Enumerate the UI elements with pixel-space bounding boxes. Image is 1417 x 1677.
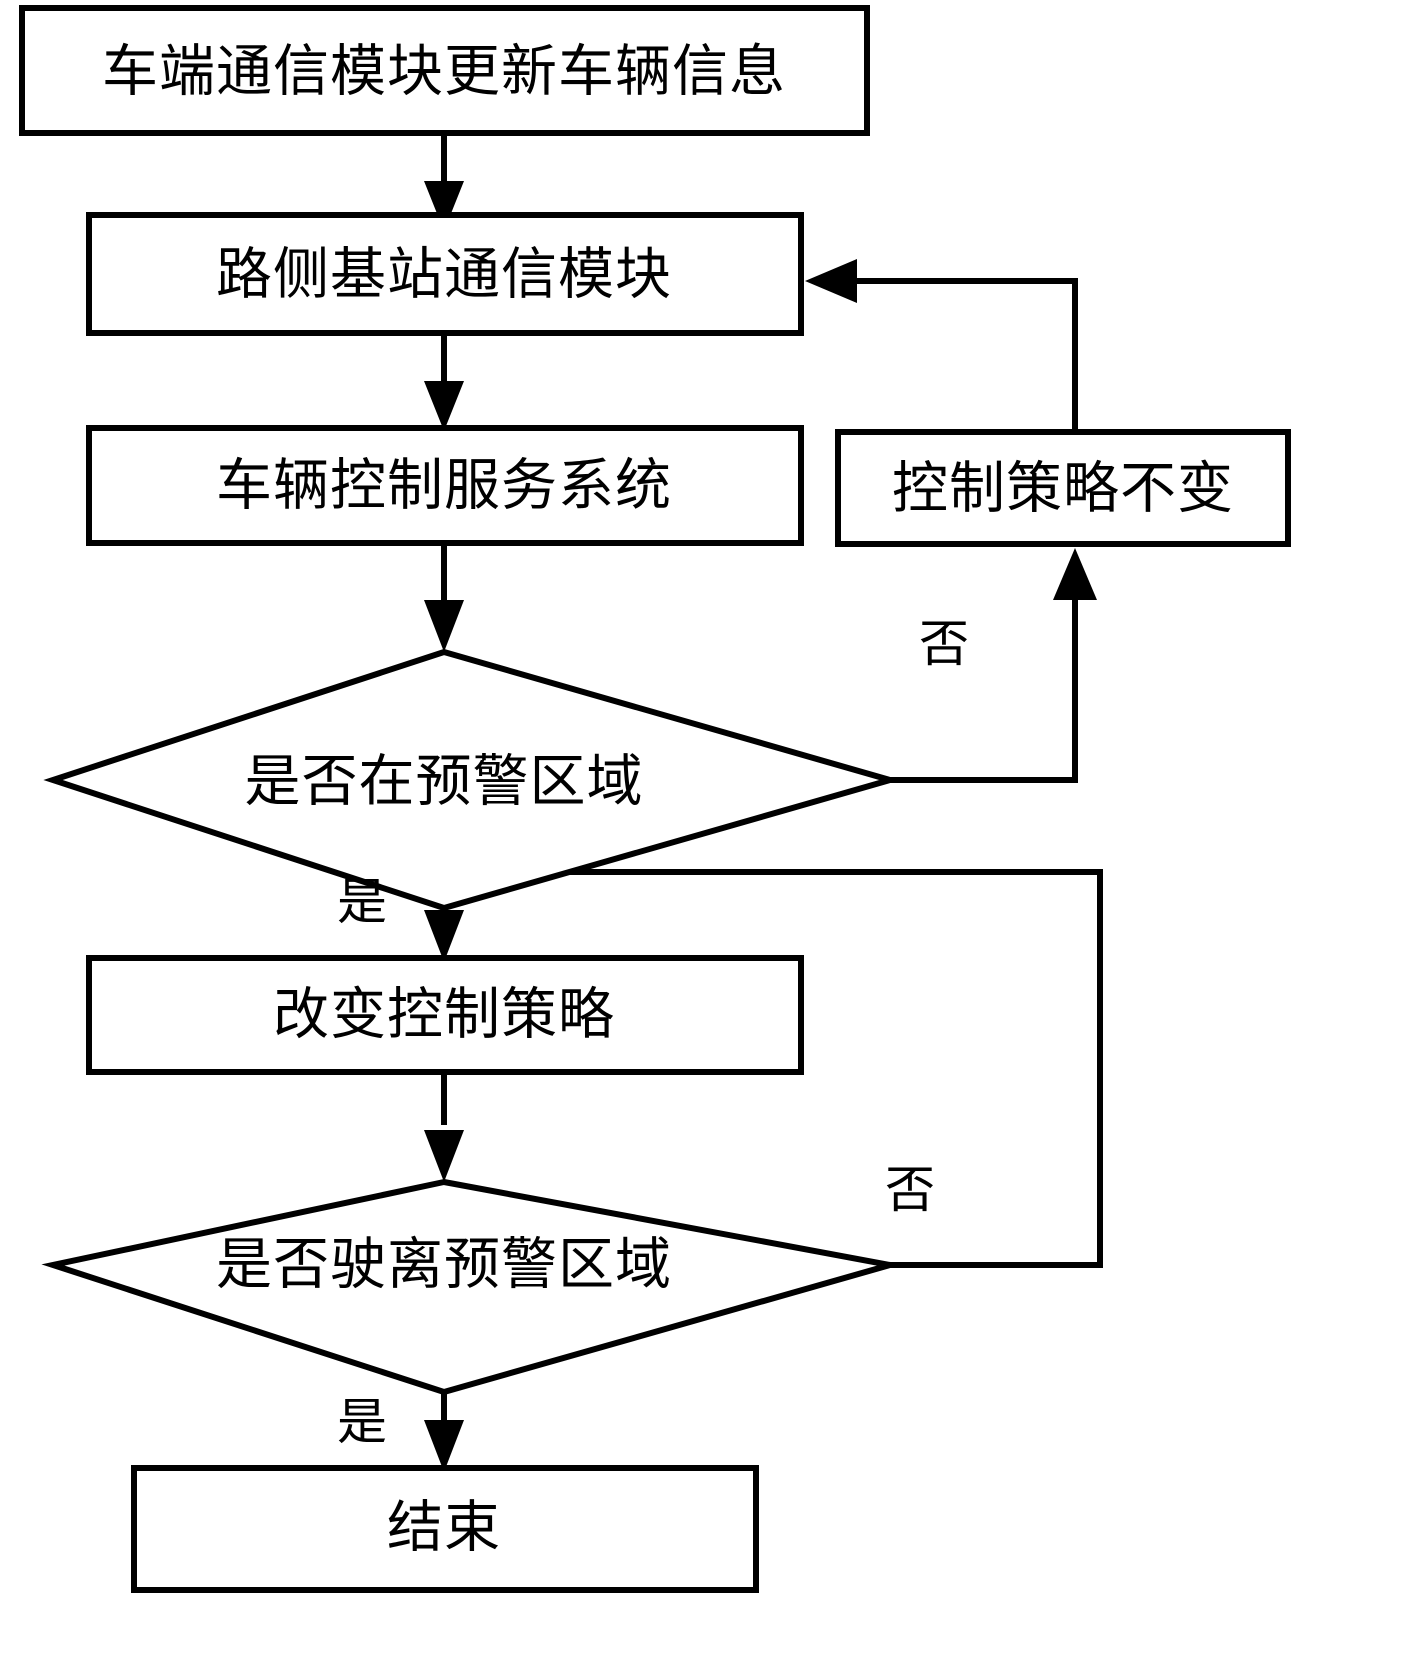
arrow-head-icon xyxy=(1053,548,1097,600)
edge-label-yes-lower: 是 xyxy=(337,1393,387,1451)
arrow-head-icon xyxy=(424,1130,464,1182)
edge-n6-to-n7 xyxy=(424,1072,464,1182)
node-end[interactable]: 结束 xyxy=(131,1465,759,1593)
node-label-n2: 路侧基站通信模块 xyxy=(216,243,672,308)
edge-n7-yes-to-n8 xyxy=(424,1392,464,1472)
edge-n5-yes-to-n6 xyxy=(424,908,464,962)
arrow-head-icon xyxy=(805,259,857,303)
arrow-head-icon xyxy=(424,181,464,231)
edge-n4-to-n2 xyxy=(805,259,1078,432)
arrow-head-icon xyxy=(424,381,464,431)
node-label-n5: 是否在预警区域 xyxy=(245,750,644,815)
node-vehicle-control-service[interactable]: 车辆控制服务系统 xyxy=(86,425,804,546)
node-control-strategy-unchanged[interactable]: 控制策略不变 xyxy=(835,429,1291,547)
edge-label-no-upper: 否 xyxy=(919,615,969,673)
edge-label-no-lower: 否 xyxy=(885,1161,935,1219)
edge-n2-to-n3 xyxy=(424,333,464,431)
node-decision-left-warning-zone[interactable]: 是否驶离预警区域 xyxy=(41,1178,891,1396)
node-label-n7: 是否驶离预警区域 xyxy=(216,1233,672,1298)
node-label-n6: 改变控制策略 xyxy=(273,983,615,1048)
node-label-n4: 控制策略不变 xyxy=(892,457,1234,522)
arrow-head-icon xyxy=(424,600,464,652)
edge-label-yes-upper: 是 xyxy=(337,873,387,931)
arrow-head-icon xyxy=(424,910,464,962)
arrow-head-icon xyxy=(424,1420,464,1472)
edge-n3-to-n5 xyxy=(424,543,464,652)
node-decision-in-warning-zone[interactable]: 是否在预警区域 xyxy=(43,648,901,912)
node-label-n8: 结束 xyxy=(387,1496,501,1561)
node-label-n1: 车端通信模块更新车辆信息 xyxy=(102,40,786,105)
edge-n5-no-to-n4 xyxy=(890,548,1097,783)
node-change-control-strategy[interactable]: 改变控制策略 xyxy=(86,955,804,1075)
node-roadside-base-station[interactable]: 路侧基站通信模块 xyxy=(86,212,804,336)
node-label-n3: 车辆控制服务系统 xyxy=(216,454,672,519)
edge-n1-to-n2 xyxy=(424,133,464,231)
node-vehicle-comm-update[interactable]: 车端通信模块更新车辆信息 xyxy=(19,5,870,136)
